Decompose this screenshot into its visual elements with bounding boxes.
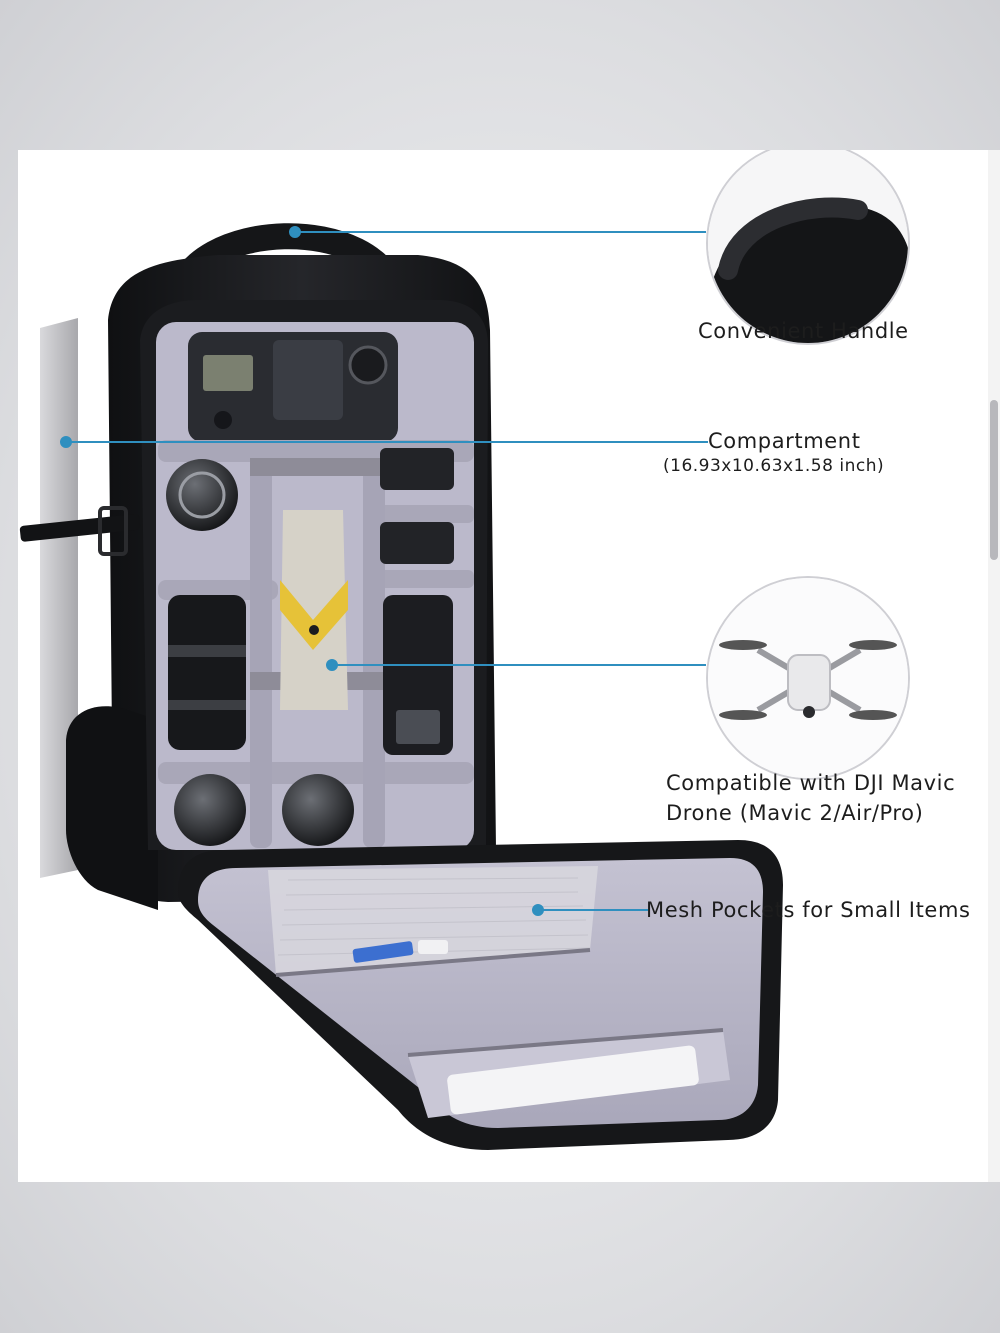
compartment-callout: Compartment (16.93x10.63x1.58 inch) (663, 426, 884, 476)
camera-button (214, 411, 232, 429)
lens-ring-2 (168, 700, 246, 710)
mesh-leader-dot (532, 904, 544, 916)
mesh-pocket (268, 866, 598, 975)
side-pocket (66, 706, 158, 910)
divider-vertical-left (250, 460, 272, 848)
camera-top-lcd (203, 355, 253, 391)
product-infographic-card: Convenient Handle Compartment (16.93x10.… (18, 150, 988, 1182)
divider-bottom (158, 762, 474, 784)
camera-prism (273, 340, 343, 420)
compartment-dimensions: (16.93x10.63x1.58 inch) (663, 456, 885, 476)
battery-lower (380, 522, 454, 564)
handle-inset-photo (708, 150, 908, 343)
velcro-strap-top (250, 458, 385, 476)
handle-callout-label: Convenient Handle (698, 319, 909, 343)
divider-vertical-right (363, 460, 385, 848)
drone-callout-line1: Compatible with DJI Mavic (666, 771, 956, 795)
lens-ring-1 (168, 645, 246, 657)
flash-display (396, 710, 440, 744)
strap-buckle (98, 506, 128, 556)
handle-leader-dot (289, 226, 301, 238)
drone-camera (309, 625, 319, 635)
drone-callout: Compatible with DJI Mavic Drone (Mavic 2… (666, 768, 955, 828)
drone-inset-photo (708, 578, 908, 778)
divider-right-upper (378, 505, 474, 523)
rear-lens-cap-left (174, 774, 246, 846)
drone-callout-line2: Drone (Mavic 2/Air/Pro) (666, 801, 924, 825)
scrollbar-track[interactable] (988, 150, 1000, 1182)
memory-card-reader (418, 940, 448, 954)
lens-cap-ring (178, 471, 226, 519)
lens-cap-large (166, 459, 238, 531)
battery-upper (380, 448, 454, 490)
rear-lens-cap-right (282, 774, 354, 846)
drone-leader-dot (326, 659, 338, 671)
mesh-zipper (275, 948, 591, 977)
backpack-drawing (19, 150, 910, 1150)
scrollbar-thumb[interactable] (990, 400, 998, 560)
divider-right-lower (378, 570, 474, 588)
leader-lines (60, 226, 708, 916)
mesh-pocket-callout-label: Mesh Pockets for Small Items (646, 898, 971, 922)
drone-yellow-accent (280, 580, 348, 650)
usb-stick (352, 941, 414, 963)
compartment-leader-dot (60, 436, 72, 448)
smartphone (447, 1045, 699, 1115)
zoom-lens (168, 595, 246, 750)
mode-dial (348, 345, 388, 385)
pocket-zipper (407, 1028, 724, 1057)
compartment-callout-title: Compartment (708, 429, 861, 453)
side-strap (19, 513, 141, 542)
